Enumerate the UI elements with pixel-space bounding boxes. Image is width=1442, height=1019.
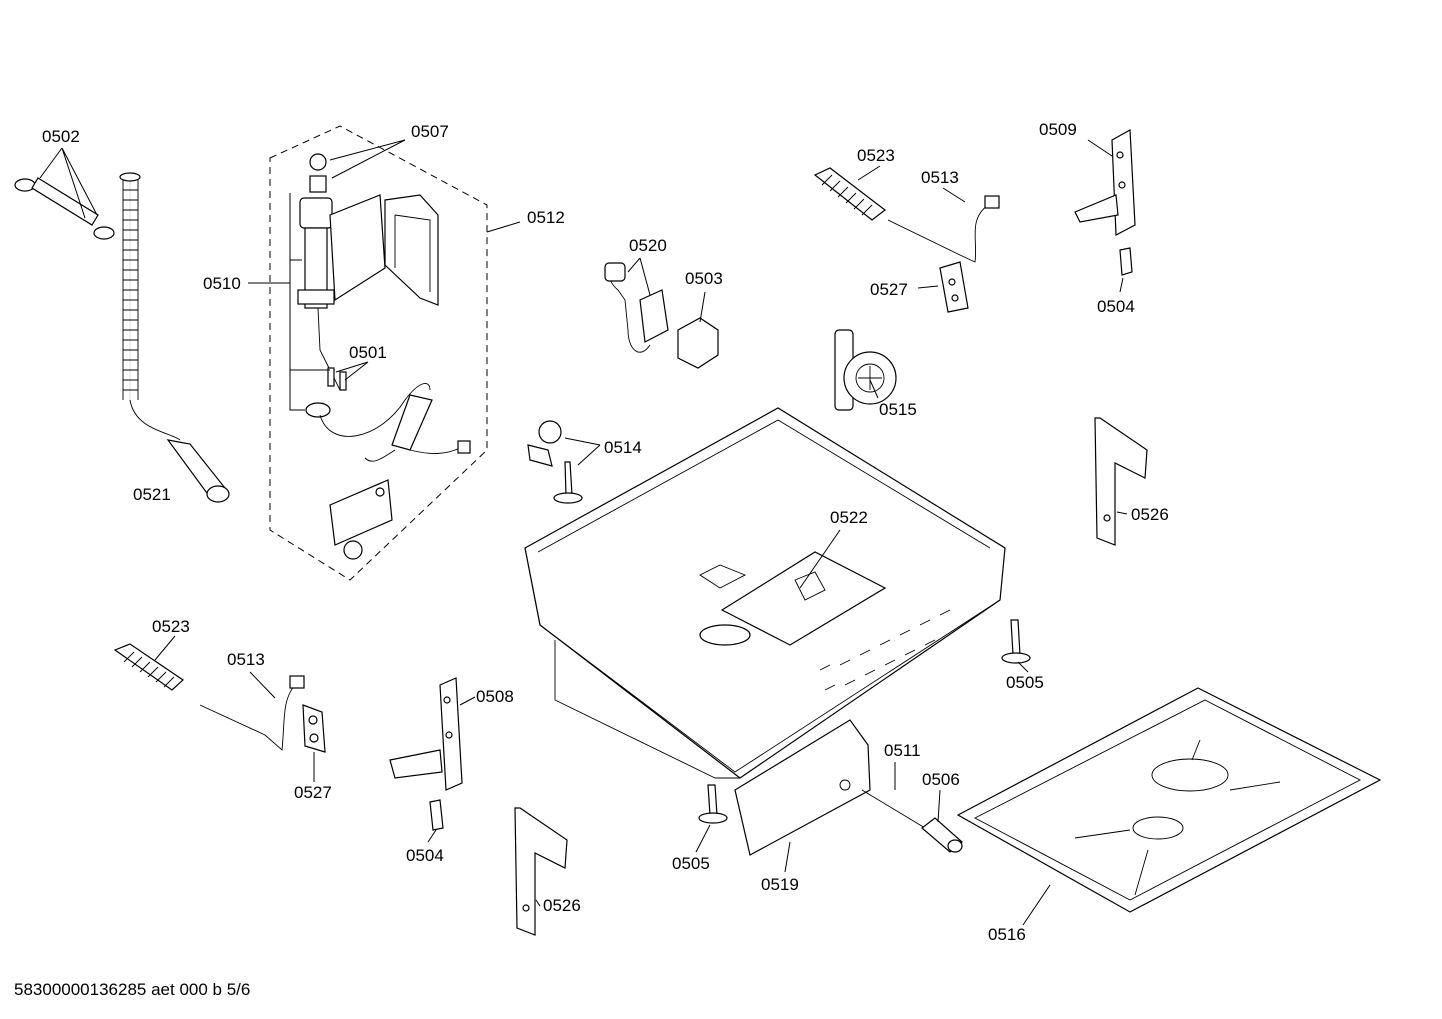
leader-lines — [39, 139, 1128, 926]
part-0504-clip-upper[interactable] — [1119, 247, 1133, 276]
part-bracket-lower[interactable] — [329, 479, 393, 560]
part-0513-cable-upper[interactable] — [887, 195, 1000, 263]
label-0501: 0501 — [349, 343, 387, 362]
part-0512-boundary — [269, 125, 488, 581]
part-0511-rod[interactable] — [861, 789, 926, 829]
part-0523-spring-upper[interactable] — [813, 167, 886, 221]
label-0522: 0522 — [830, 508, 868, 527]
part-0522-base-tub[interactable] — [524, 407, 1006, 779]
part-0516-bottom-pan[interactable] — [956, 687, 1382, 913]
part-0527-clip-lower[interactable] — [302, 704, 326, 753]
part-0526-l-bracket-upper[interactable] — [1094, 417, 1148, 546]
part-0506-foot[interactable] — [921, 817, 963, 853]
label-0519: 0519 — [761, 875, 799, 894]
label-0503: 0503 — [685, 269, 723, 288]
label-0510: 0510 — [203, 274, 241, 293]
label-0516: 0516 — [988, 925, 1026, 944]
label-0509: 0509 — [1039, 120, 1077, 139]
label-0504-lower: 0504 — [406, 846, 444, 865]
part-0503-capacitor[interactable] — [677, 317, 719, 369]
part-0502-hose-pipe[interactable] — [14, 177, 115, 240]
part-0509-bracket[interactable] — [1074, 129, 1136, 236]
part-0504-clip-lower[interactable] — [429, 799, 444, 831]
part-0505-screw-right[interactable] — [1001, 619, 1031, 664]
part-0508-bracket[interactable] — [389, 677, 463, 791]
label-0514: 0514 — [604, 438, 642, 457]
part-0501-wiring[interactable] — [319, 383, 471, 462]
part-0513-cable-lower[interactable] — [199, 675, 305, 751]
label-0504-upper: 0504 — [1097, 297, 1135, 316]
label-0523-upper: 0523 — [857, 146, 895, 165]
part-0523-spring-lower[interactable] — [113, 643, 184, 691]
part-0519-kick-plate[interactable] — [734, 719, 871, 856]
label-0526-upper: 0526 — [1131, 505, 1169, 524]
label-0527-lower: 0527 — [294, 783, 332, 802]
label-0512: 0512 — [527, 208, 565, 227]
label-0515: 0515 — [879, 400, 917, 419]
label-0521: 0521 — [133, 485, 171, 504]
label-0523-lower: 0523 — [152, 617, 190, 636]
label-0513-lower: 0513 — [227, 650, 265, 669]
label-0508: 0508 — [476, 687, 514, 706]
label-0527-upper: 0527 — [870, 280, 908, 299]
part-0521-drain-hose[interactable] — [119, 172, 230, 503]
part-0520-switch[interactable] — [604, 262, 669, 353]
label-0506: 0506 — [922, 770, 960, 789]
label-0520: 0520 — [629, 236, 667, 255]
part-0527-clip-upper[interactable] — [939, 261, 969, 313]
label-0511: 0511 — [884, 741, 921, 760]
label-0513-upper: 0513 — [921, 168, 959, 187]
part-labels: 0502 0507 0512 0510 0501 0521 0520 0503 … — [42, 120, 1169, 944]
label-0526-lower: 0526 — [543, 896, 581, 915]
label-0505-lower: 0505 — [672, 854, 710, 873]
label-0507: 0507 — [411, 122, 449, 141]
part-0526-l-bracket-lower[interactable] — [514, 807, 568, 936]
part-0505-screw-lower[interactable] — [698, 784, 728, 824]
label-0502: 0502 — [42, 127, 80, 146]
part-0515-pump[interactable] — [834, 329, 897, 411]
part-0510-valve-assembly[interactable] — [297, 153, 439, 418]
part-0514-gears[interactable] — [527, 420, 583, 504]
drawing-code: 58300000136285 aet 000 b 5/6 — [14, 980, 251, 999]
label-0505-right: 0505 — [1006, 673, 1044, 692]
